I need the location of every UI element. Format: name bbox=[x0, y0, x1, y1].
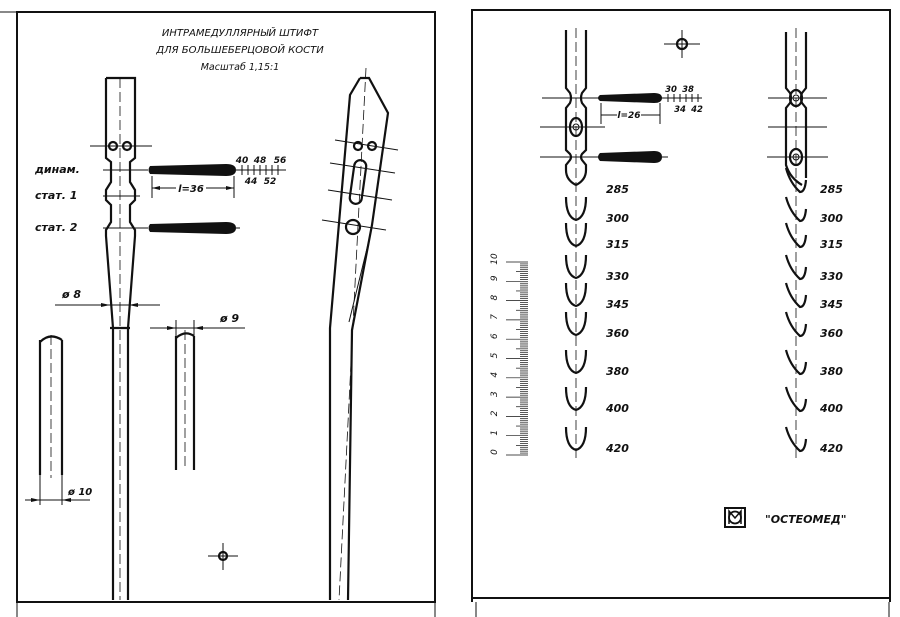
nail-tip-lateral-mark bbox=[784, 282, 808, 309]
ruler-label: 2 bbox=[490, 410, 500, 416]
nail-length-label-lateral: 360 bbox=[820, 327, 843, 340]
nail-length-label-lateral: 420 bbox=[819, 442, 843, 455]
nail-length-label-front: 420 bbox=[605, 442, 629, 455]
crosshair-mark bbox=[208, 543, 238, 570]
crosshair-mark bbox=[664, 30, 700, 58]
nail-length-label-lateral: 330 bbox=[820, 270, 843, 283]
screw-2 bbox=[148, 222, 240, 234]
scale-52: 52 bbox=[264, 177, 277, 187]
screw-scale-left: 40 48 56 44 52 bbox=[235, 156, 287, 187]
nail-length-label-lateral: 400 bbox=[819, 402, 843, 415]
diameter-8-label: ø 8 bbox=[61, 288, 81, 301]
scale-label: Масштаб 1,15:1 bbox=[201, 62, 280, 73]
title-line-2: ДЛЯ БОЛЬШЕБЕРЦОВОЙ КОСТИ bbox=[155, 43, 324, 56]
screw-length-dimension: l=36 bbox=[151, 176, 235, 198]
diameter-9-label: ø 9 bbox=[219, 312, 239, 325]
scale-30: 30 bbox=[665, 85, 677, 95]
ruler-label: 8 bbox=[490, 294, 500, 300]
diameter-8-dimension: ø 8 bbox=[55, 288, 160, 307]
rod-diameter-9: ø 9 bbox=[150, 312, 245, 470]
ruler-label: 9 bbox=[490, 275, 500, 281]
nail-tip-front-mark bbox=[564, 282, 588, 308]
scale-44: 44 bbox=[244, 177, 258, 187]
nail-lateral-view bbox=[321, 67, 399, 601]
ruler-label: 5 bbox=[490, 352, 500, 358]
screw-length-label: l=36 bbox=[178, 184, 204, 195]
nail-tip-lateral-mark bbox=[784, 222, 808, 249]
nail-length-label-front: 380 bbox=[606, 365, 629, 378]
nail-tip-front-view bbox=[540, 28, 605, 460]
nail-length-label-front: 345 bbox=[606, 298, 629, 311]
nail-tip-front-mark bbox=[564, 426, 588, 452]
scale-38: 38 bbox=[682, 85, 694, 95]
nail-tip-lateral-mark bbox=[784, 426, 808, 453]
hole-label-static-1: стат. 1 bbox=[35, 189, 77, 202]
hole-label-dynamic: динам. bbox=[34, 163, 80, 176]
nail-tip-front-mark bbox=[564, 254, 588, 280]
nail-length-label-front: 330 bbox=[606, 270, 629, 283]
ruler-label: 6 bbox=[490, 333, 500, 339]
nail-length-label-front: 300 bbox=[606, 212, 629, 225]
scale-48: 48 bbox=[253, 156, 267, 166]
nail-length-labels: 285 285 300 300 315 315 330 330 345 345 360 360 380 3… bbox=[605, 183, 843, 455]
brand-name: "ОСТЕОМЕД" bbox=[765, 513, 847, 526]
hole-label-static-2: стат. 2 bbox=[35, 221, 78, 234]
nail-length-label-front: 360 bbox=[606, 327, 629, 340]
ruler-label: 4 bbox=[490, 372, 500, 378]
nail-tip-lateral-mark bbox=[784, 167, 808, 194]
nail-length-label-front: 400 bbox=[605, 402, 629, 415]
nail-tip-lateral-mark bbox=[784, 349, 808, 376]
nail-tip-front-mark bbox=[564, 386, 588, 412]
scale-56: 56 bbox=[274, 156, 287, 166]
brand-logo bbox=[724, 507, 746, 528]
nail-tip-lateral-mark bbox=[784, 254, 808, 281]
nail-tip-lateral-mark bbox=[784, 311, 808, 338]
diameter-10-label: ø 10 bbox=[67, 487, 92, 498]
nail-length-label-lateral: 315 bbox=[820, 238, 843, 251]
ruler-label: 0 bbox=[490, 449, 500, 455]
ruler: 0 1 2 3 4 5 6 7 8 9 10 bbox=[490, 253, 528, 456]
scale-42: 42 bbox=[690, 105, 703, 115]
nail-tip-lateral-mark bbox=[784, 196, 808, 223]
ruler-label: 3 bbox=[490, 391, 500, 397]
screw-4 bbox=[598, 151, 668, 163]
nail-tip-front-mark bbox=[564, 196, 588, 222]
sheet-border bbox=[471, 9, 891, 602]
ruler-label: 1 bbox=[490, 430, 500, 436]
nail-front-view bbox=[90, 76, 152, 600]
nail-tip-front-mark bbox=[564, 311, 588, 337]
nail-length-label-lateral: 285 bbox=[820, 183, 843, 196]
nail-length-label-lateral: 300 bbox=[820, 212, 843, 225]
title-line-1: ИНТРАМЕДУЛЛЯРНЫЙ ШТИФТ bbox=[162, 26, 319, 39]
rod-diameter-10: ø 10 bbox=[25, 335, 92, 505]
nail-tip-front-mark bbox=[564, 349, 588, 375]
nail-length-marks bbox=[564, 167, 808, 453]
ruler-label: 10 bbox=[490, 253, 500, 265]
nail-tip-front-mark bbox=[564, 222, 588, 248]
ruler-label: 7 bbox=[490, 314, 500, 320]
nail-tip-lateral-mark bbox=[784, 386, 808, 413]
nail-length-label-lateral: 380 bbox=[820, 365, 843, 378]
scale-40: 40 bbox=[235, 156, 249, 166]
sheet-border bbox=[16, 11, 436, 603]
nail-length-label-front: 285 bbox=[606, 183, 629, 196]
scale-34: 34 bbox=[674, 105, 686, 115]
nail-length-label-front: 315 bbox=[606, 238, 629, 251]
left-sheet: ИНТРАМЕДУЛЛЯРНЫЙ ШТИФТ ДЛЯ БОЛЬШЕБЕРЦОВО… bbox=[0, 11, 436, 617]
nail-length-label-lateral: 345 bbox=[820, 298, 843, 311]
screw-length-label: l=26 bbox=[617, 111, 640, 121]
screw-3: 30 38 34 42 l=26 bbox=[598, 85, 703, 124]
